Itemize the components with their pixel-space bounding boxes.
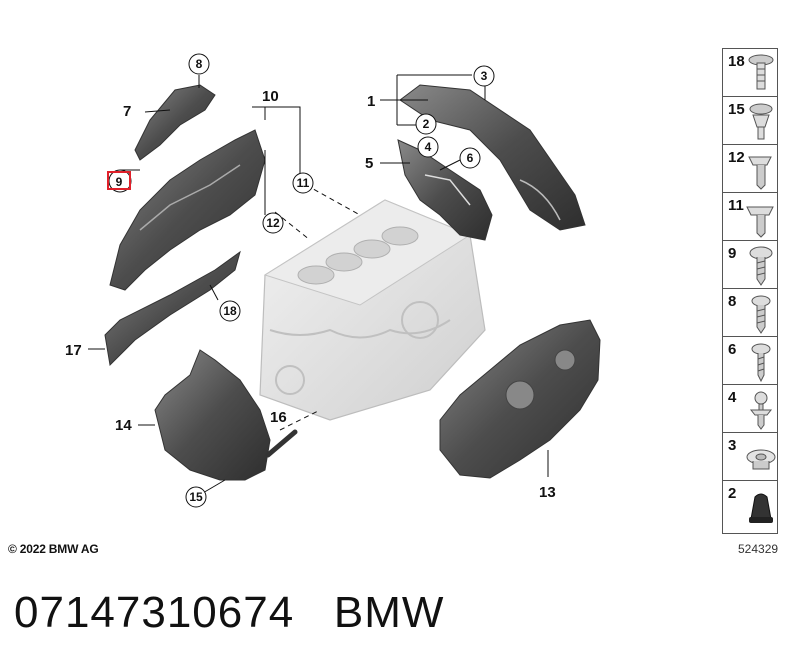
callout-9-highlighted[interactable]: 9 (107, 169, 132, 193)
callout-circle-15: 15 (185, 486, 207, 508)
svg-text:9: 9 (116, 175, 123, 189)
heat-shield-part-5 (397, 139, 493, 241)
push-rivet-icon (748, 54, 774, 90)
copyright-text: © 2022 BMW AG (8, 542, 99, 556)
heat-shield-part-7 (134, 84, 216, 161)
clip-icon (748, 156, 772, 190)
svg-text:8: 8 (196, 57, 203, 71)
expanding-nut-icon (746, 449, 776, 470)
legend-item-11[interactable]: 11 (723, 193, 777, 241)
legend-item-9[interactable]: 9 (723, 241, 777, 289)
heat-shield-part-9 (109, 129, 266, 291)
heat-shield-part-13 (439, 319, 601, 479)
legend-item-4[interactable]: 4 (723, 385, 777, 433)
clip-icon (746, 206, 774, 238)
callout-13: 13 (539, 484, 556, 501)
bolt-part-16 (265, 429, 298, 458)
callout-17: 17 (65, 342, 82, 359)
ball-stud-icon (749, 391, 773, 430)
rubber-grommet-icon (749, 493, 773, 523)
callout-14: 14 (115, 417, 132, 434)
legend-item-2[interactable]: 2 (723, 481, 777, 529)
legend-item-15[interactable]: 15 (723, 97, 777, 145)
svg-text:2: 2 (423, 117, 430, 131)
heat-shield-part-1 (399, 84, 586, 231)
parts-diagram: 1 5 7 10 17 14 16 13 3 2 4 6 8 11 12 18 … (65, 53, 601, 508)
legend-item-12[interactable]: 12 (723, 145, 777, 193)
screw-icon (749, 246, 773, 286)
legend-item-8[interactable]: 8 (723, 289, 777, 337)
heat-shield-part-17 (104, 250, 241, 367)
leader-lines (88, 74, 549, 498)
callout-16: 16 (270, 409, 287, 426)
legend-item-3[interactable]: 3 (723, 433, 777, 481)
callout-1: 1 (367, 93, 375, 110)
legend-item-6[interactable]: 6 (723, 337, 777, 385)
legend-item-18[interactable]: 18 (723, 49, 777, 97)
callout-circle-12: 12 (262, 212, 284, 234)
svg-text:11: 11 (297, 176, 310, 190)
callout-circle-4: 4 (417, 136, 439, 158)
fastener-legend: 18 15 12 11 9 (722, 48, 778, 534)
callout-5: 5 (365, 155, 373, 172)
expanding-rivet-icon (749, 103, 773, 140)
part-number-line: 07147310674 BMW (14, 588, 444, 638)
callout-7: 7 (123, 103, 131, 120)
svg-text:18: 18 (223, 304, 237, 318)
heat-shield-part-14 (154, 349, 271, 481)
svg-text:3: 3 (481, 69, 488, 83)
callout-circle-3: 3 (473, 65, 495, 87)
svg-text:4: 4 (425, 140, 432, 154)
callout-circle-18: 18 (219, 300, 241, 322)
diagram-reference-number: 524329 (738, 542, 779, 556)
callout-circle-2: 2 (415, 113, 437, 135)
engine-block (259, 199, 486, 421)
svg-text:6: 6 (467, 151, 474, 165)
part-number: 07147310674 (14, 588, 295, 637)
callout-circle-6: 6 (459, 147, 481, 169)
callout-circle-8: 8 (188, 53, 210, 75)
callout-circle-11: 11 (292, 172, 314, 194)
svg-text:12: 12 (266, 216, 280, 230)
screw-icon (751, 295, 771, 334)
svg-text:15: 15 (189, 490, 203, 504)
brand-name: BMW (333, 588, 445, 637)
callout-10: 10 (262, 88, 279, 105)
screw-icon (751, 343, 771, 383)
